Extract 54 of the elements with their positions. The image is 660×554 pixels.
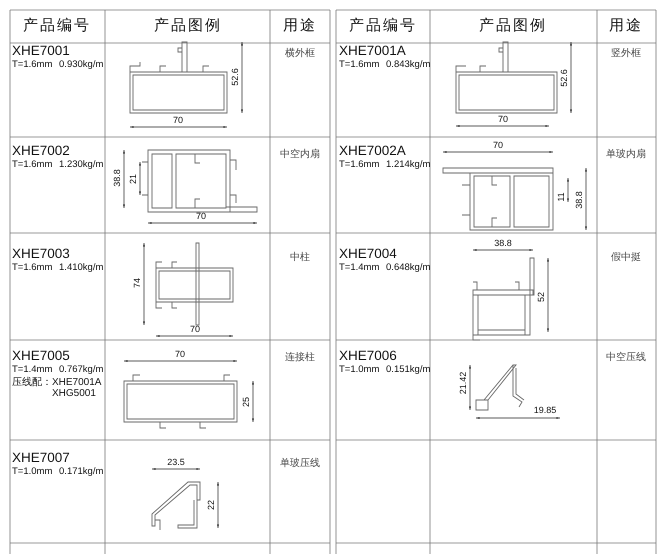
product-code: XHE7002 bbox=[12, 144, 70, 159]
usage-text: 单玻压线 bbox=[280, 458, 320, 469]
dimension-label: 52 bbox=[537, 292, 547, 302]
spec-text: T=1.4mm 0.648kg/m bbox=[339, 263, 430, 274]
spec-text: T=1.6mm 1.410kg/m bbox=[12, 263, 104, 274]
spec-text: T=1.6mm 1.230kg/m bbox=[12, 160, 104, 170]
dimension-label: 19.85 bbox=[534, 406, 556, 416]
dimension-label: 70 bbox=[498, 115, 508, 125]
dimension-label: 11 bbox=[557, 192, 567, 202]
spec-text: T=1.6mm 1.214kg/m bbox=[339, 160, 430, 170]
product-code: XHE7004 bbox=[339, 247, 397, 262]
usage-text: 中柱 bbox=[290, 252, 310, 263]
column-header: 用途 bbox=[609, 18, 643, 34]
column-header: 用途 bbox=[283, 18, 317, 34]
dimension-label: 70 bbox=[196, 212, 206, 222]
usage-text: 连接柱 bbox=[285, 352, 315, 363]
column-header: 产品图例 bbox=[154, 18, 222, 34]
product-code: XHE7005 bbox=[12, 349, 70, 364]
fitting-note: 压线配：XHE7001A XHG5001 bbox=[12, 377, 102, 399]
product-code: XHE7007 bbox=[12, 451, 70, 466]
spec-text: T=1.4mm 0.767kg/m bbox=[12, 365, 104, 376]
dimension-label: 70 bbox=[175, 350, 185, 360]
usage-text: 横外框 bbox=[285, 48, 315, 59]
usage-text: 中空压线 bbox=[606, 352, 646, 363]
column-header: 产品编号 bbox=[23, 18, 91, 34]
product-code: XHE7001A bbox=[339, 44, 406, 59]
usage-text: 单玻内扇 bbox=[606, 149, 646, 160]
dimension-label: 74 bbox=[133, 278, 143, 288]
product-code: XHE7003 bbox=[12, 247, 70, 262]
dimension-label: 52.6 bbox=[560, 69, 570, 87]
spec-text: T=1.6mm 0.843kg/m bbox=[339, 60, 430, 70]
spec-text: T=1.0mm 0.151kg/m bbox=[339, 365, 430, 376]
usage-text: 假中挺 bbox=[611, 252, 641, 263]
spec-text: T=1.0mm 0.171kg/m bbox=[12, 467, 104, 478]
dimension-label: 21 bbox=[129, 174, 139, 184]
column-header: 产品图例 bbox=[479, 18, 547, 34]
dimension-label: 38.8 bbox=[113, 169, 123, 187]
dimension-label: 70 bbox=[190, 325, 200, 335]
dimension-label: 38.8 bbox=[575, 191, 585, 209]
column-header: 产品编号 bbox=[349, 18, 417, 34]
dimension-label: 70 bbox=[173, 116, 183, 126]
product-code: XHE7006 bbox=[339, 349, 397, 364]
dimension-label: 52.6 bbox=[231, 68, 241, 86]
dimension-label: 38.8 bbox=[494, 239, 512, 249]
usage-text: 中空内扇 bbox=[280, 149, 320, 160]
dimension-label: 22 bbox=[207, 500, 217, 510]
dimension-label: 70 bbox=[493, 141, 503, 151]
dimension-label: 21.42 bbox=[459, 372, 469, 394]
spec-text: T=1.6mm 0.930kg/m bbox=[12, 60, 104, 70]
product-code: XHE7002A bbox=[339, 144, 406, 159]
usage-text: 竖外框 bbox=[611, 48, 641, 59]
dimension-label: 23.5 bbox=[167, 458, 185, 468]
dimension-label: 25 bbox=[242, 397, 252, 407]
product-code: XHE7001 bbox=[12, 44, 70, 59]
